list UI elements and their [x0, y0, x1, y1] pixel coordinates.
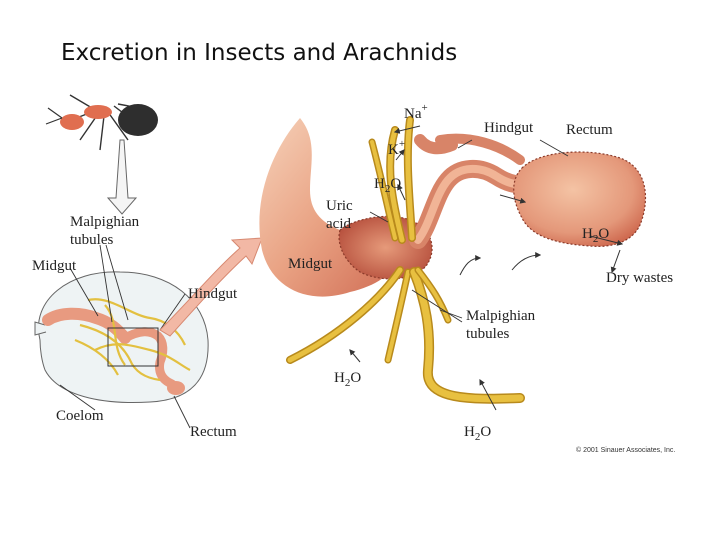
- h2o-bottom-right-label: H2O: [464, 424, 491, 443]
- rectum-small-label: Rectum: [190, 424, 237, 440]
- flow-arrows: [349, 125, 624, 411]
- k-label: K+: [388, 138, 405, 158]
- h2o-rectum-label: H2O: [582, 226, 609, 245]
- slide-title: Excretion in Insects and Arachnids: [61, 40, 458, 66]
- small-leader-lines: [59, 244, 191, 429]
- copyright-credit: © 2001 Sinauer Associates, Inc.: [576, 446, 675, 454]
- down-arrow: [106, 139, 138, 215]
- malpighian-main-label-line2: tubules: [466, 326, 509, 342]
- midgut-main-label: Midgut: [288, 256, 333, 272]
- malpighian-small-label-line2: tubules: [70, 232, 113, 248]
- malpighian-small-label-line1: Malpighian: [70, 214, 140, 230]
- uric-acid-label-line2: acid: [326, 216, 351, 232]
- h2o-top-label: H2O: [374, 176, 401, 195]
- h2o-bottom-left-label: H2O: [334, 370, 361, 389]
- zoom-arrow: [159, 237, 263, 337]
- malpighian-main-label-line1: Malpighian: [466, 308, 536, 324]
- uric-acid-label-line1: Uric: [326, 198, 353, 214]
- rectum-shape: [513, 151, 646, 247]
- rectum-main-label: Rectum: [566, 122, 613, 138]
- main-leader-lines: [369, 139, 569, 323]
- hindgut-small-label: Hindgut: [188, 286, 238, 302]
- coelom-label: Coelom: [56, 408, 104, 424]
- malpighian-tubules-main: [286, 116, 525, 404]
- ant-illustration: [45, 94, 158, 151]
- dry-wastes-label: Dry wastes: [606, 270, 673, 286]
- midgut-small-label: Midgut: [32, 258, 77, 274]
- body-section: [34, 271, 209, 403]
- na-label: Na+: [404, 102, 428, 122]
- hindgut-main-label: Hindgut: [484, 120, 534, 136]
